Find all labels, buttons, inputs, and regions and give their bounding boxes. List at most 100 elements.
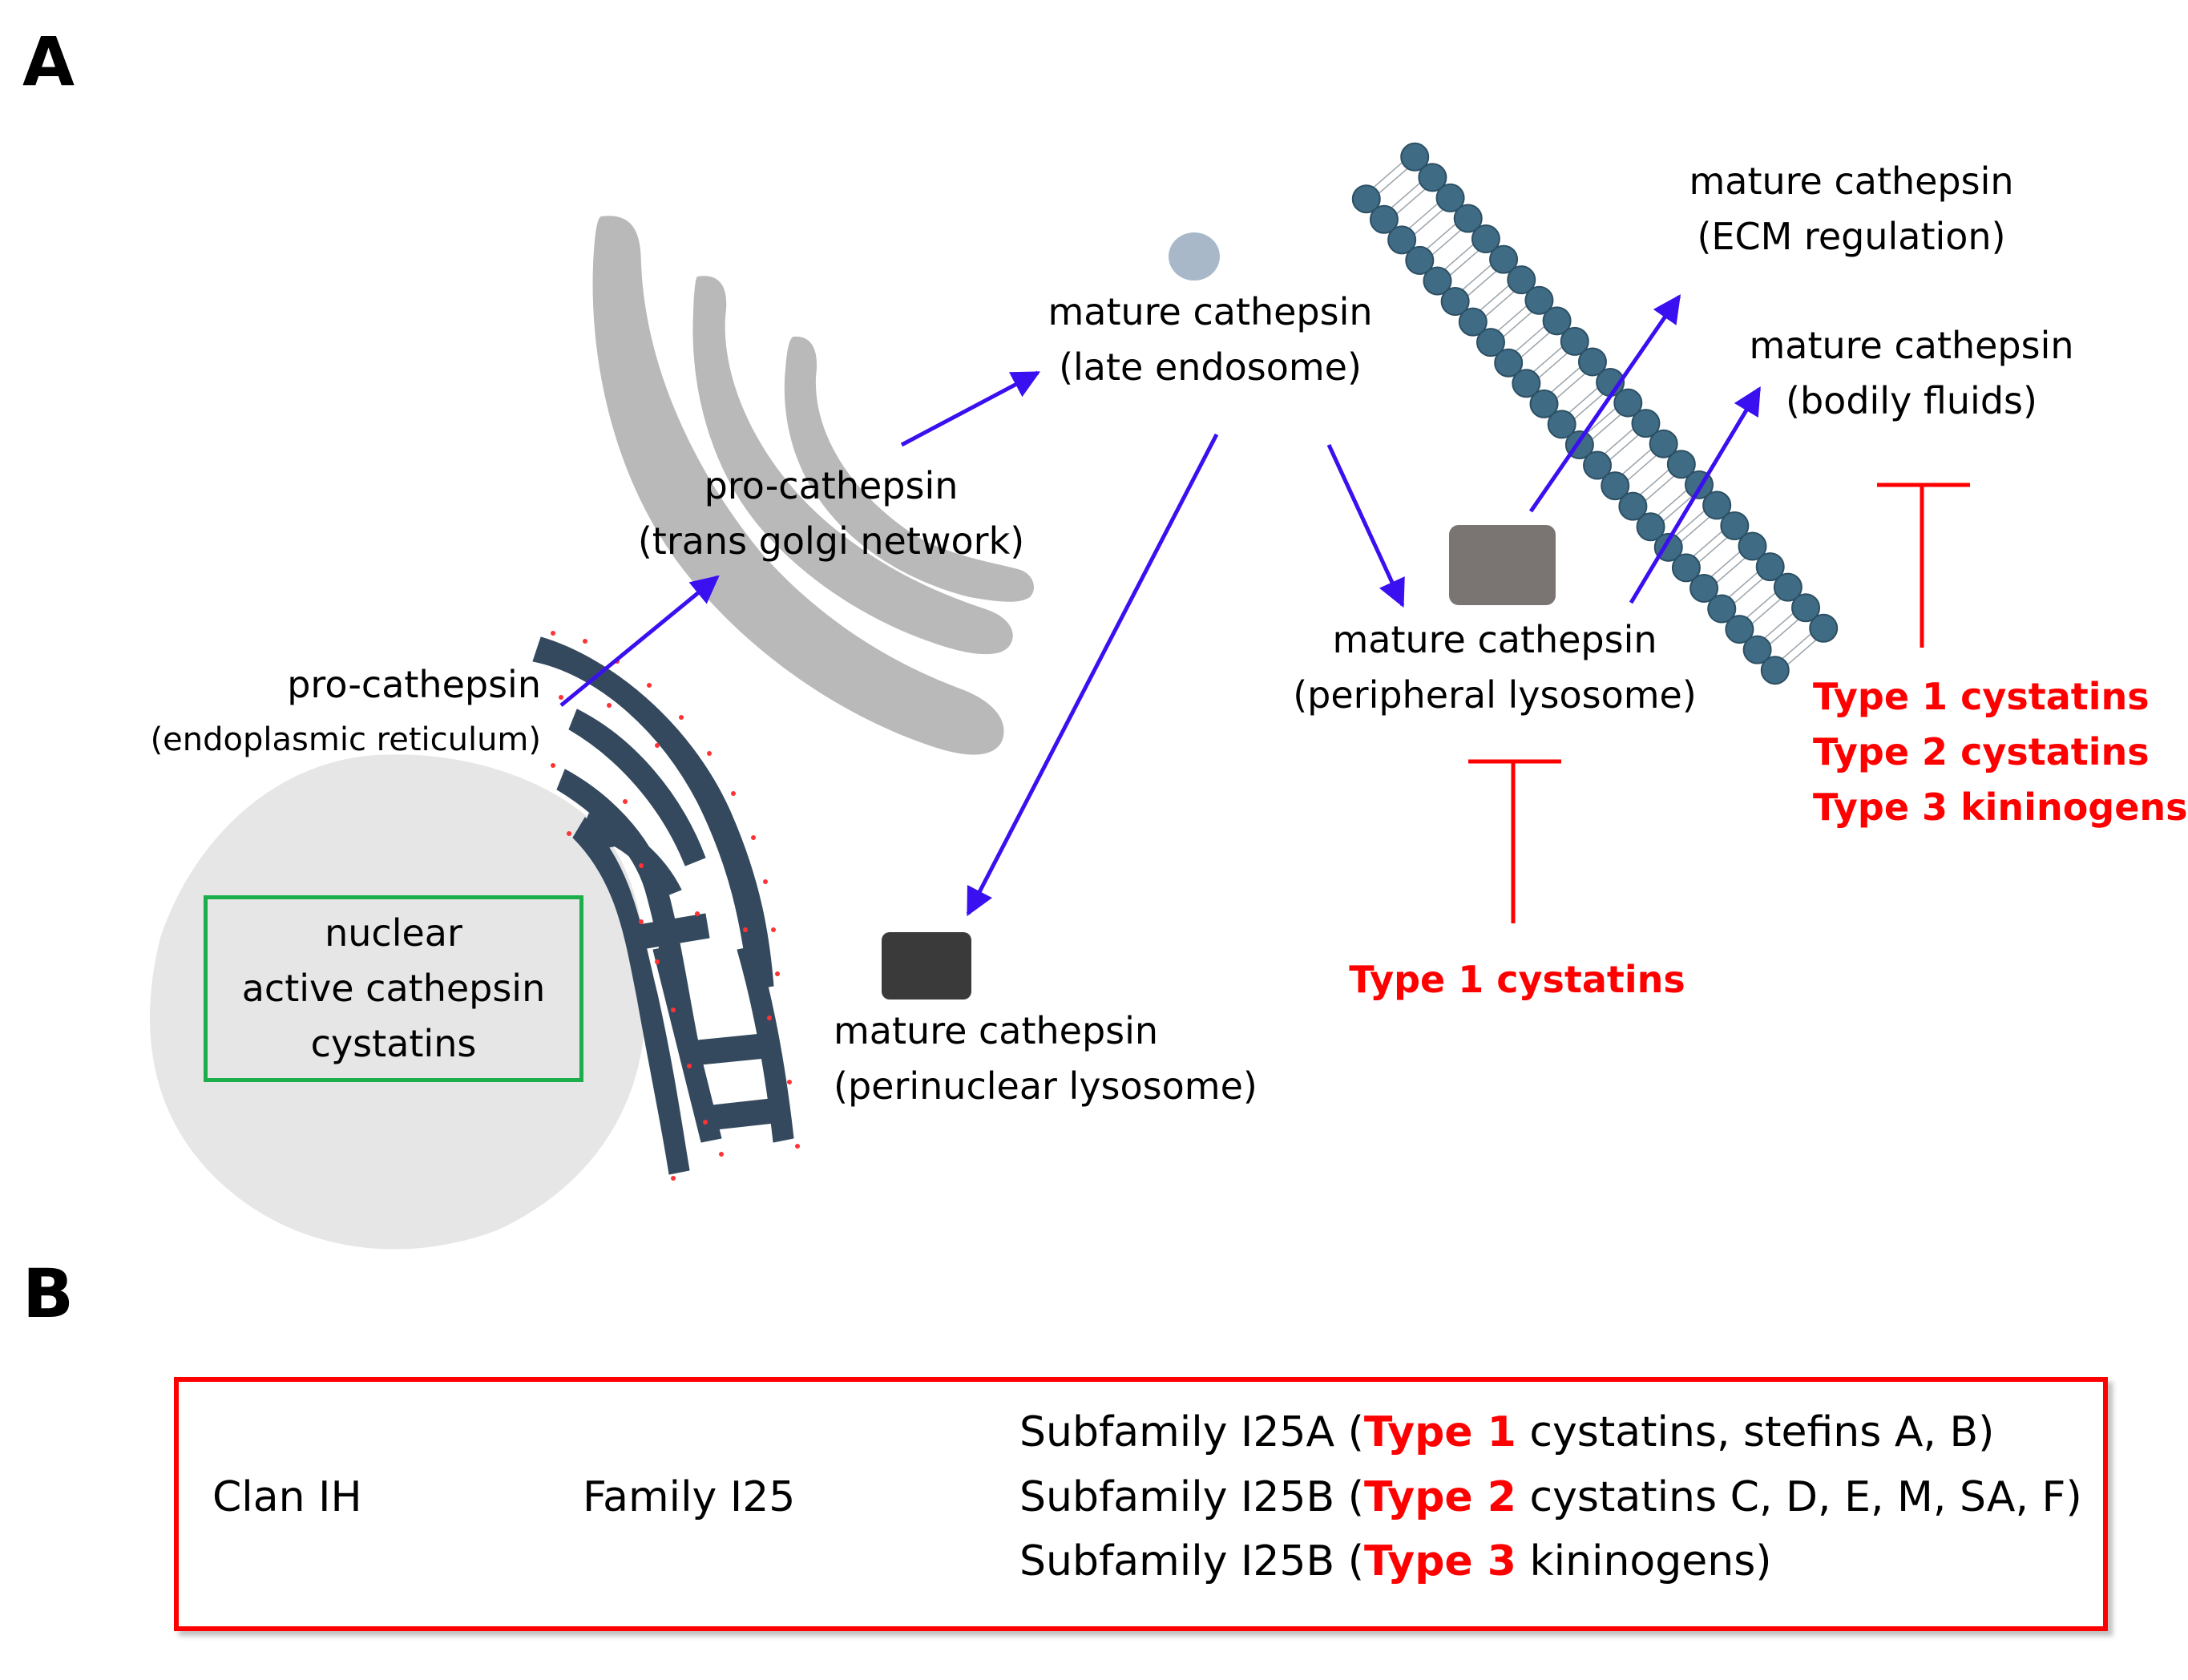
label-er-title: pro-cathepsin bbox=[287, 663, 541, 706]
lipid-head bbox=[1725, 615, 1754, 644]
panel-label-a: A bbox=[22, 22, 75, 101]
label-ecm-title: mature cathepsin bbox=[1689, 160, 2014, 203]
lipid-head bbox=[1631, 409, 1661, 438]
lipid-head bbox=[1560, 326, 1589, 356]
subfamily-2-type: Type 2 bbox=[1364, 1473, 1516, 1521]
lipid-head bbox=[1458, 307, 1488, 337]
label-perinuclear-sub: (perinuclear lysosome) bbox=[834, 1064, 1257, 1108]
lipid-head bbox=[1405, 245, 1435, 275]
lipid-head bbox=[1494, 348, 1524, 378]
inhibitor-lysosome: Type 1 cystatins bbox=[1349, 952, 1685, 1008]
lipid-head bbox=[1529, 389, 1559, 418]
lipid-head bbox=[1666, 450, 1696, 479]
label-late-endosome-title: mature cathepsin bbox=[1048, 290, 1373, 333]
nuclear-line-1: nuclear bbox=[325, 911, 462, 955]
lipid-head bbox=[1507, 265, 1536, 295]
lipid-head bbox=[1440, 287, 1470, 317]
label-ecm-sub: (ECM regulation) bbox=[1697, 215, 2006, 258]
subfamily-1-name: Subfamily I25A ( bbox=[1019, 1408, 1364, 1456]
arrow-er-to-golgi bbox=[559, 575, 720, 707]
label-ecm: mature cathepsin (ECM regulation) bbox=[1689, 154, 2013, 265]
lipid-head bbox=[1636, 512, 1665, 542]
inhibitor-extracellular-2: Type 2 cystatins bbox=[1813, 730, 2150, 773]
subfamily-1-type: Type 1 bbox=[1363, 1408, 1516, 1456]
peripheral-lysosome bbox=[1449, 525, 1556, 605]
late-endosome-vesicle bbox=[1169, 232, 1220, 281]
subfamily-1-rest: cystatins, stefins A, B) bbox=[1516, 1408, 1995, 1456]
panel-label-b: B bbox=[22, 1254, 75, 1333]
clan-label: Clan IH bbox=[212, 1473, 362, 1521]
golgi-shape bbox=[592, 216, 1034, 755]
er-shape bbox=[532, 636, 794, 1175]
lipid-head bbox=[1547, 410, 1576, 439]
nucleus-shape bbox=[149, 754, 647, 1250]
label-bodily-title: mature cathepsin bbox=[1749, 324, 2074, 367]
lipid-head bbox=[1773, 572, 1802, 602]
lipid-head bbox=[1613, 388, 1643, 418]
lipid-head bbox=[1351, 184, 1381, 214]
lipid-head bbox=[1791, 593, 1821, 623]
label-er-sub: (endoplasmic reticulum) bbox=[150, 721, 541, 758]
lipid-head bbox=[1583, 450, 1613, 480]
arrow-lysosome-to-fluids bbox=[1629, 386, 1762, 604]
lipid-head bbox=[1435, 183, 1465, 212]
label-golgi-sub: (trans golgi network) bbox=[637, 519, 1025, 563]
lipid-head bbox=[1400, 142, 1430, 172]
inhibitor-extracellular-1: Type 1 cystatins bbox=[1813, 675, 2150, 718]
lipid-head bbox=[1702, 491, 1732, 520]
nuclear-line-2: active cathepsin bbox=[241, 967, 546, 1010]
subfamily-3-name: Subfamily I25B ( bbox=[1019, 1537, 1364, 1585]
lipid-head bbox=[1689, 573, 1719, 603]
lipid-head bbox=[1738, 531, 1767, 561]
subfamily-2-rest: cystatins C, D, E, M, SA, F) bbox=[1516, 1473, 2082, 1521]
label-peripheral: mature cathepsin (peripheral lysosome) bbox=[1293, 612, 1697, 723]
subfamily-3-type: Type 3 bbox=[1364, 1537, 1516, 1585]
label-bodily-sub: (bodily fluids) bbox=[1786, 379, 2037, 422]
inhibition-bars bbox=[1468, 483, 1970, 923]
lipid-head bbox=[1542, 306, 1572, 336]
lipid-head bbox=[1418, 163, 1447, 192]
label-bodily: mature cathepsin (bodily fluids) bbox=[1749, 318, 2073, 429]
label-peripheral-title: mature cathepsin bbox=[1332, 618, 1657, 661]
lipid-head bbox=[1387, 225, 1417, 255]
lipid-head bbox=[1423, 266, 1452, 296]
lipid-head bbox=[1489, 244, 1519, 274]
lipid-head bbox=[1720, 511, 1750, 540]
inhibitor-extracellular: Type 1 cystatins Type 2 cystatins Type 3… bbox=[1813, 669, 2188, 835]
perinuclear-lysosome bbox=[882, 932, 971, 1000]
arrow-endosome-to-perinuclear bbox=[966, 433, 1219, 917]
lipid-head bbox=[1369, 204, 1399, 234]
plasma-membrane bbox=[1351, 142, 1839, 685]
inhibitor-lysosome-1: Type 1 cystatins bbox=[1349, 958, 1685, 1001]
inhibitor-extracellular-3: Type 3 kininogens bbox=[1813, 785, 2188, 829]
lipid-head bbox=[1524, 285, 1554, 315]
lipid-head bbox=[1809, 613, 1839, 643]
lipid-head bbox=[1755, 552, 1785, 582]
lipid-head bbox=[1760, 656, 1790, 685]
nuclear-line-3: cystatins bbox=[310, 1022, 477, 1065]
label-late-endosome-sub: (late endosome) bbox=[1059, 345, 1362, 389]
lipid-head bbox=[1577, 347, 1607, 377]
label-peripheral-sub: (peripheral lysosome) bbox=[1293, 673, 1697, 717]
lipid-head bbox=[1471, 224, 1500, 254]
arrow-lysosome-to-ecm bbox=[1528, 294, 1681, 513]
subfamily-3-rest: kininogens) bbox=[1516, 1537, 1772, 1585]
trafficking-arrows bbox=[559, 294, 1762, 917]
classification-box bbox=[174, 1377, 2108, 1631]
lipid-head bbox=[1453, 204, 1483, 233]
lipid-head bbox=[1512, 369, 1541, 398]
label-perinuclear: mature cathepsin (perinuclear lysosome) bbox=[834, 1004, 1257, 1114]
lipid-head bbox=[1476, 328, 1505, 357]
arrow-endosome-to-peripheral bbox=[1326, 443, 1405, 608]
nuclear-box: nuclear active cathepsin cystatins bbox=[204, 895, 583, 1082]
subfamily-row-1: Subfamily I25A (Type 1 cystatins, stefin… bbox=[1019, 1408, 1994, 1456]
label-golgi: pro-cathepsin (trans golgi network) bbox=[638, 458, 1024, 569]
label-golgi-title: pro-cathepsin bbox=[704, 464, 959, 507]
subfamily-2-name: Subfamily I25B ( bbox=[1019, 1473, 1364, 1521]
lipid-head bbox=[1707, 594, 1737, 624]
label-late-endosome: mature cathepsin (late endosome) bbox=[1048, 285, 1372, 395]
lipid-head bbox=[1649, 429, 1678, 458]
subfamily-row-3: Subfamily I25B (Type 3 kininogens) bbox=[1019, 1537, 1772, 1585]
family-label: Family I25 bbox=[583, 1473, 796, 1521]
